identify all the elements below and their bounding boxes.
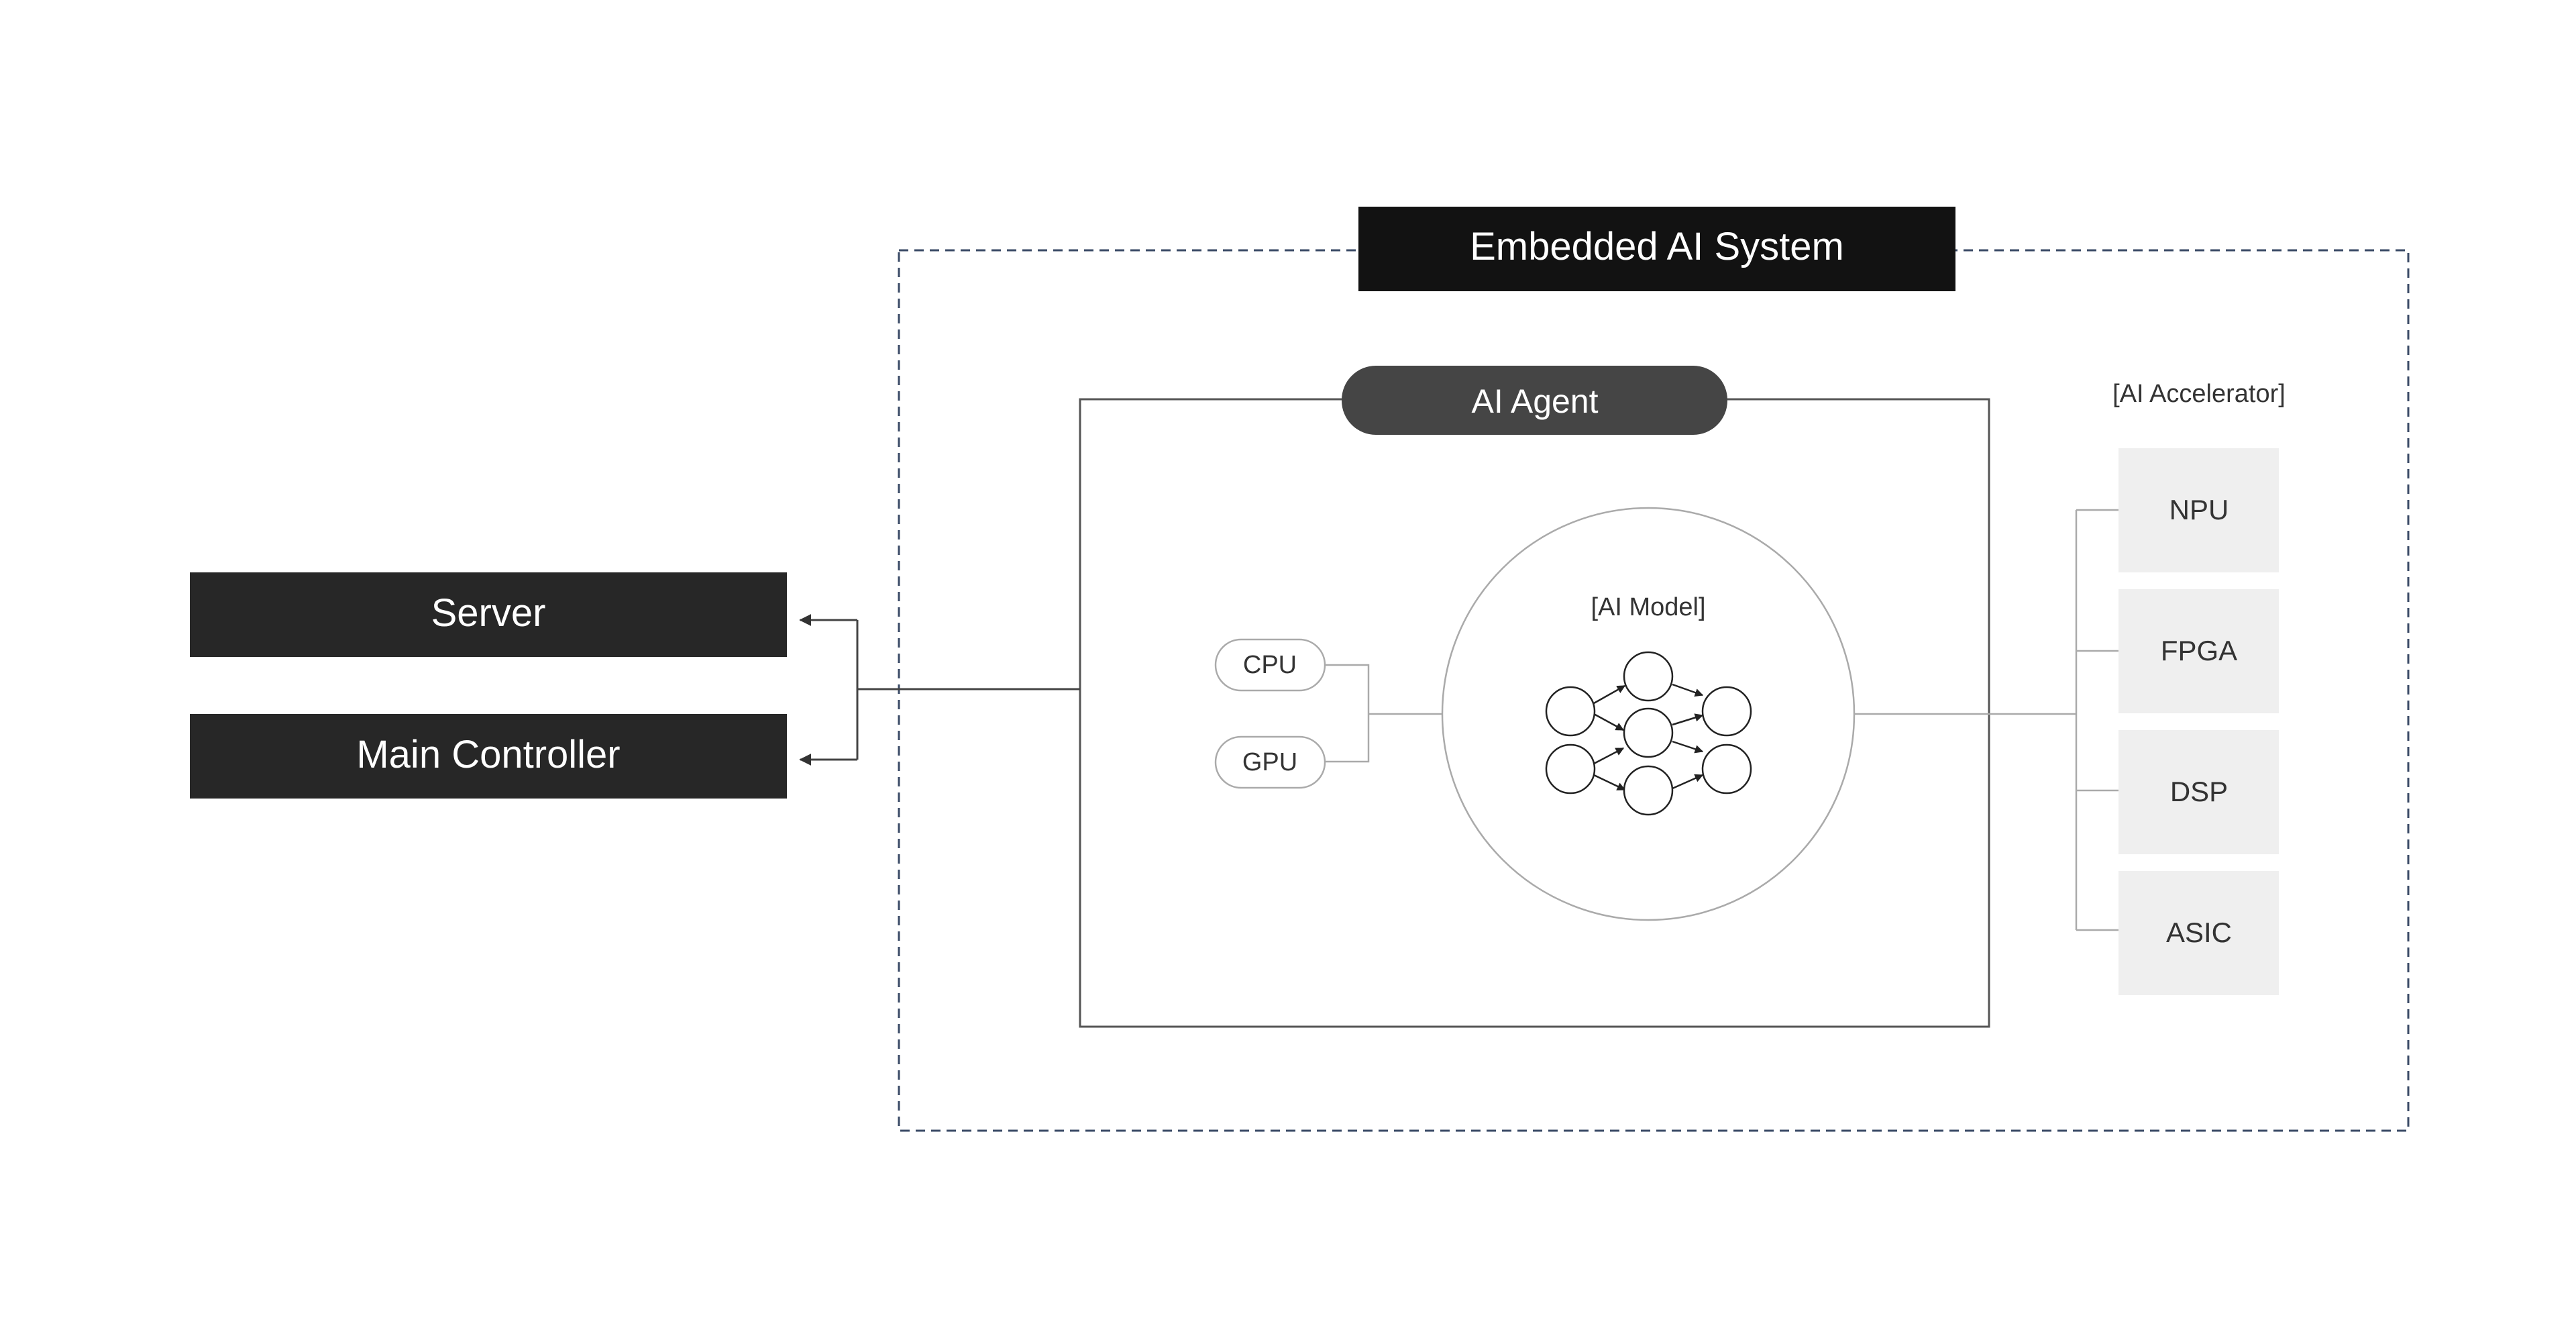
server-box [190, 572, 787, 657]
main-controller-label: Main Controller [356, 733, 620, 776]
accelerator-asic-label: ASIC [2166, 917, 2232, 948]
accelerator-asic-box [2118, 871, 2279, 995]
accelerator-dsp-box [2118, 730, 2279, 854]
ai-model-label: [AI Model] [1591, 593, 1705, 621]
accelerator-npu-label: NPU [2169, 494, 2229, 525]
gpu-label: GPU [1242, 748, 1297, 776]
embedded-system-border [898, 249, 2410, 1132]
cpu-label: CPU [1243, 651, 1297, 679]
neural-network-icon [1545, 651, 1752, 816]
main-controller-box [190, 714, 787, 799]
server-label: Server [431, 591, 546, 635]
accelerator-title: [AI Accelerator] [2112, 380, 2286, 408]
processor-bracket [1325, 664, 1370, 763]
embedded-system-title-box [1358, 207, 1955, 291]
accelerator-dsp-label: DSP [2170, 776, 2228, 807]
ai-agent-label: AI Agent [1471, 382, 1598, 420]
accelerator-fpga-box [2118, 589, 2279, 713]
accelerator-fpga-label: FPGA [2161, 635, 2237, 666]
embedded-system-title: Embedded AI System [1470, 225, 1844, 268]
ai-agent-pill [1342, 366, 1727, 435]
accelerator-npu-box [2118, 448, 2279, 572]
